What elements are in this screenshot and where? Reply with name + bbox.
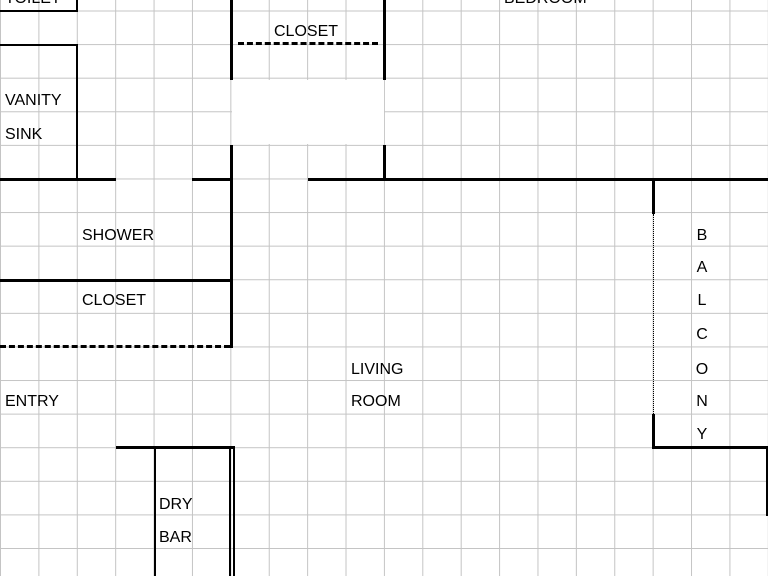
wall-balcony-top — [652, 180, 655, 214]
wall-bedroom-bottom — [308, 178, 768, 181]
label-living: LIVING — [351, 361, 404, 378]
wall-bath-bottom-left — [0, 178, 116, 181]
label-balcony-letter: B — [696, 227, 708, 244]
wall-closet-left — [230, 0, 233, 80]
label-balcony-letter: C — [696, 326, 708, 343]
label-closet-top: CLOSET — [274, 23, 339, 40]
label-closet-mid: CLOSET — [82, 292, 147, 309]
label-vanity: VANITY — [5, 92, 62, 109]
wall-bath-bottom-right — [192, 178, 232, 181]
label-bedroom: BEDROOM — [504, 0, 587, 8]
label-shower: SHOWER — [82, 227, 154, 244]
label-entry: ENTRY — [5, 393, 59, 410]
wall-bar-top — [116, 446, 234, 449]
wall-lower-right — [652, 446, 768, 449]
wall-balcony-bottom — [652, 414, 655, 448]
label-balcony-letter: Y — [696, 426, 708, 443]
wall-toilet-bottom — [0, 10, 78, 12]
wall-bar-right-a — [229, 446, 231, 576]
closet-top-door — [238, 42, 378, 45]
label-sink: SINK — [5, 126, 43, 143]
label-bar: BAR — [159, 529, 192, 546]
wall-closet-right — [383, 0, 386, 80]
label-balcony-letter: A — [696, 259, 708, 276]
closet-mid-door — [0, 345, 230, 348]
label-balcony-letter: N — [696, 393, 708, 410]
wall-bar-left — [154, 446, 156, 576]
label-balcony-letter: L — [697, 292, 707, 309]
label-balcony-letter: O — [695, 361, 709, 378]
wall-bar-right-b — [233, 446, 235, 576]
wall-toilet-right — [76, 0, 78, 12]
wall-hall-left-lower — [230, 145, 233, 348]
label-room: ROOM — [351, 393, 401, 410]
wall-shower-bottom — [0, 279, 232, 282]
wall-vanity-right — [76, 44, 78, 180]
wall-hall-right-lower — [383, 145, 386, 180]
label-dry: DRY — [159, 496, 193, 513]
balcony-door — [653, 214, 654, 414]
hallway-opening — [232, 80, 384, 144]
wall-lower-right-corner — [766, 446, 768, 516]
wall-vanity-top — [0, 44, 78, 46]
label-toilet: TOILET — [5, 0, 61, 8]
